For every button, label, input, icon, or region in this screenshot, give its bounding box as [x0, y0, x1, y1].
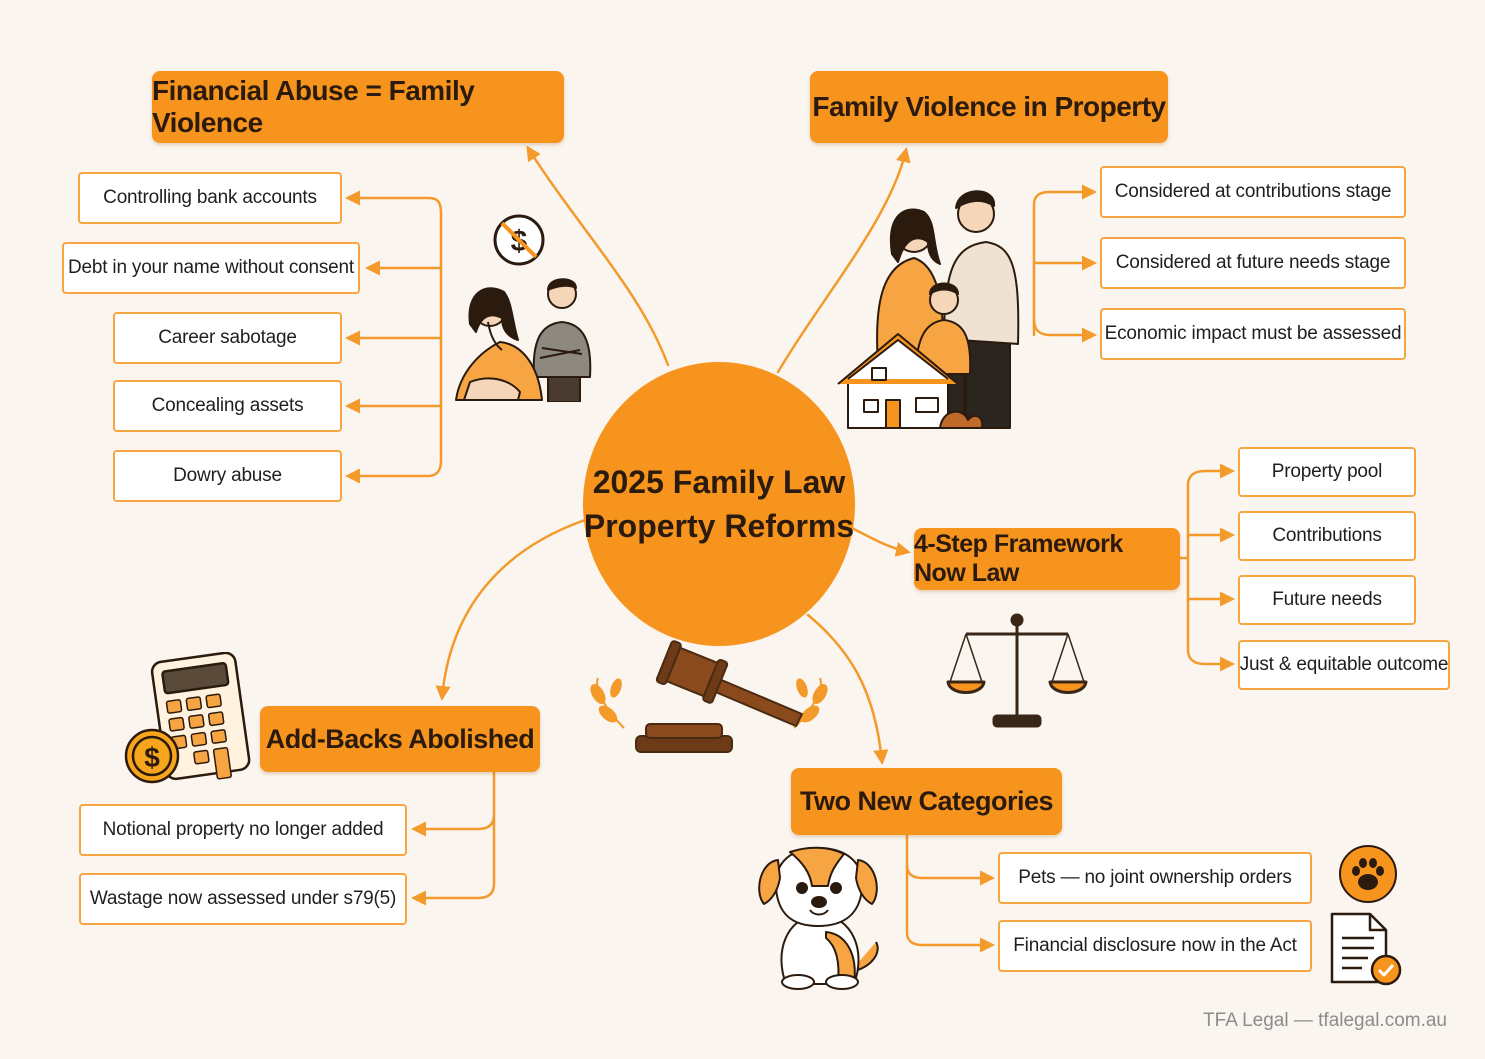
item-controlling-bank-accounts: Controlling bank accounts [78, 172, 342, 224]
branch-title-add-backs: Add-Backs Abolished [260, 706, 540, 772]
item-notional-property: Notional property no longer added [79, 804, 407, 856]
item-dowry-abuse: Dowry abuse [113, 450, 342, 502]
item-pets: Pets — no joint ownership orders [998, 852, 1312, 904]
branch-title-categories: Two New Categories [791, 768, 1062, 835]
item-just-equitable: Just & equitable outcome [1238, 640, 1450, 690]
item-future-needs-stage: Considered at future needs stage [1100, 237, 1406, 289]
item-wastage: Wastage now assessed under s79(5) [79, 873, 407, 925]
item-contributions-stage: Considered at contributions stage [1100, 166, 1406, 218]
gavel-icon [590, 640, 828, 753]
central-topic: 2025 Family Law Property Reforms [583, 362, 855, 646]
item-economic-impact: Economic impact must be assessed [1100, 308, 1406, 360]
central-topic-line-2: Property Reforms [583, 508, 855, 544]
document-check-icon [1330, 912, 1402, 986]
branch-title-framework: 4-Step Framework Now Law [914, 528, 1180, 590]
footer-credit: TFA Legal — tfalegal.com.au [1203, 1010, 1447, 1031]
item-financial-disclosure: Financial disclosure now in the Act [998, 920, 1312, 972]
calculator-coin-illustration: $ [124, 652, 251, 784]
central-topic-line-1: 2025 Family Law [592, 464, 846, 500]
no-money-icon: $ [493, 214, 545, 266]
branch-title-family-violence: Family Violence in Property [810, 71, 1168, 143]
family-home-illustration [837, 190, 1020, 429]
distressed-couple-illustration [455, 278, 592, 402]
item-future-needs: Future needs [1238, 575, 1416, 625]
puppy-illustration [758, 846, 879, 990]
branch-title-financial-abuse: Financial Abuse = Family Violence [152, 71, 564, 143]
item-career-sabotage: Career sabotage [113, 312, 342, 364]
svg-text:$: $ [144, 742, 160, 773]
paw-icon [1339, 845, 1397, 903]
item-debt-without-consent: Debt in your name without consent [62, 242, 360, 294]
scales-icon [946, 613, 1088, 728]
item-property-pool: Property pool [1238, 447, 1416, 497]
item-concealing-assets: Concealing assets [113, 380, 342, 432]
item-contributions: Contributions [1238, 511, 1416, 561]
